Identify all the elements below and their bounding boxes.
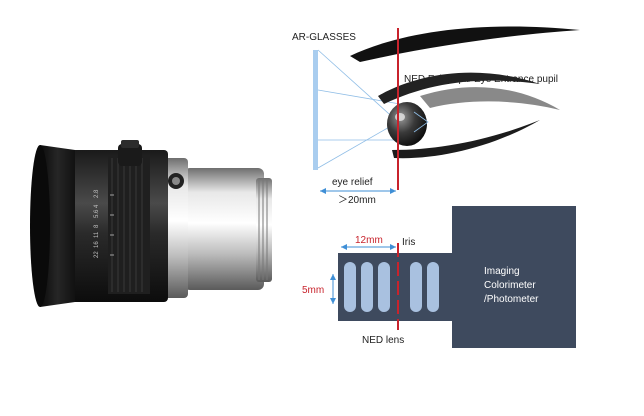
lens-front-ring [40, 145, 75, 307]
f-number-label: 4 [94, 204, 100, 208]
dim-5mm [330, 274, 336, 304]
locking-knob [118, 144, 142, 166]
upper-eyelid [378, 72, 540, 104]
camera-label-line2: Colorimeter [484, 280, 536, 291]
f-number-label: 11 [94, 231, 100, 238]
camera-diagram: Iris 12mm 5mm NED lens Imaging Colorimet… [302, 206, 576, 348]
lens-rear-barrel [184, 168, 264, 290]
f-number-label: 16 [94, 241, 100, 248]
eye-diagram: AR-GLASSES NED Exit pupil/ Eye Entrance … [292, 26, 580, 206]
dim-12mm-label: 12mm [355, 235, 383, 246]
ar-glasses-plate [313, 50, 318, 170]
eye-relief-label: eye relief [332, 177, 373, 188]
eye-relief-value: ＞20mm [338, 195, 376, 206]
f-number-scale: 2.8 4 5.6 8 11 16 22 [94, 189, 100, 258]
dim-12mm [341, 244, 396, 250]
camera-label-line3: /Photometer [484, 294, 539, 305]
ned-lens-label: NED lens [362, 335, 404, 346]
f-number-label: 22 [94, 251, 100, 258]
ar-glasses-label: AR-GLASSES [292, 32, 356, 43]
f-number-label: 8 [94, 224, 100, 228]
dim-5mm-label: 5mm [302, 285, 324, 296]
ned-lens-elements [344, 262, 439, 312]
f-number-label: 5.6 [94, 209, 100, 218]
lens-thread [256, 178, 272, 282]
f-number-label: 2.8 [94, 189, 100, 198]
lens-clamp-ring [164, 158, 188, 298]
lower-eyelid [392, 120, 540, 159]
focus-ring [108, 156, 150, 294]
eye-relief-dimension [320, 188, 396, 194]
light-rays [317, 49, 401, 169]
lens-illustration: 2.8 4 5.6 8 11 16 22 [30, 140, 272, 307]
ned-exit-pupil-label: NED Exit pupil/ Eye Entrance pupil [404, 74, 558, 85]
camera-label-line1: Imaging [484, 266, 520, 277]
iris-label: Iris [402, 237, 415, 248]
camera-body [452, 206, 576, 348]
eyebrow [350, 26, 580, 63]
eyeball [387, 102, 427, 146]
